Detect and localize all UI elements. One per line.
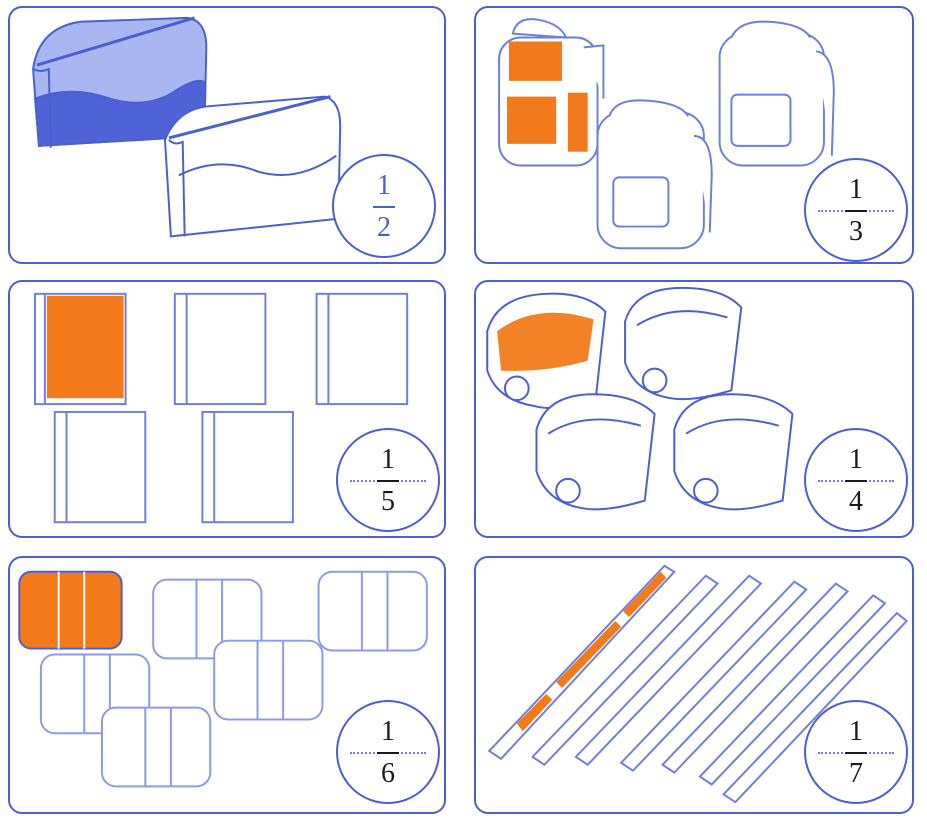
erasers-illustration [18, 570, 428, 788]
fraction-badge: 1 4 [804, 428, 908, 532]
fraction-numerator: 1 [849, 444, 863, 475]
fountain-pen-shaded [487, 564, 676, 761]
fraction-badge: 1 7 [804, 700, 908, 804]
fraction-label: 1 6 [338, 716, 438, 790]
fraction-numerator: 1 [381, 716, 395, 747]
eraser-empty [317, 570, 428, 652]
fraction-badge: 1 2 [332, 154, 436, 258]
fraction-denominator: 5 [381, 486, 395, 517]
fraction-denominator: 7 [849, 758, 863, 789]
backpack-empty [718, 20, 835, 167]
fraction-denominator: 6 [381, 758, 395, 789]
fraction-denominator: 3 [849, 216, 863, 247]
fraction-badge: 1 6 [336, 700, 440, 804]
fountain-pen-empty [574, 574, 763, 767]
fountain-pen-empty [698, 594, 887, 786]
fraction-bar [373, 206, 395, 208]
fraction-label: 1 2 [334, 170, 434, 244]
fraction-label: 1 7 [806, 716, 906, 790]
fraction-badge: 1 3 [804, 158, 908, 262]
sharpener-empty [673, 393, 794, 511]
card-fountain-pens: 1 7 [474, 556, 914, 814]
fraction-label: 1 4 [806, 444, 906, 518]
notebook-empty [53, 410, 147, 524]
backpack-shaded [498, 18, 605, 167]
fraction-denominator: 2 [377, 212, 391, 243]
notebook-empty [201, 410, 294, 524]
fraction-label: 1 3 [806, 174, 906, 248]
fountain-pen-empty [722, 611, 909, 804]
fraction-numerator: 1 [377, 170, 391, 201]
sharpener-shaded [486, 292, 607, 409]
sharpener-empty [624, 286, 743, 401]
fraction-label: 1 5 [338, 444, 438, 518]
notebook-shaded [34, 292, 127, 406]
fraction-bar [845, 210, 867, 212]
fountain-pen-empty [531, 574, 720, 767]
card-erasers: 1 6 [8, 556, 446, 814]
eraser-empty [213, 639, 324, 721]
sharpeners-illustration [486, 286, 794, 511]
fraction-bar [845, 480, 867, 482]
eraser-empty [100, 706, 212, 788]
notebook-empty [173, 292, 267, 406]
backpacks-illustration [498, 18, 835, 250]
fraction-bar [845, 752, 867, 754]
fraction-bar [377, 752, 399, 754]
notebooks-illustration [34, 292, 409, 524]
card-pencil-cases: 1 2 [8, 6, 446, 264]
card-backpacks: 1 3 [474, 6, 914, 264]
sharpener-empty [535, 393, 656, 511]
fountain-pens-illustration [487, 564, 909, 804]
backpack-empty [596, 99, 713, 250]
fraction-denominator: 4 [849, 486, 863, 517]
fraction-bar [377, 480, 399, 482]
pencil-case-illustration [32, 16, 342, 238]
card-notebooks: 1 5 [8, 280, 446, 538]
fountain-pen-empty [660, 582, 850, 774]
fraction-numerator: 1 [381, 444, 395, 475]
notebook-empty [315, 292, 409, 406]
fountain-pen-empty [619, 580, 808, 772]
fraction-numerator: 1 [849, 716, 863, 747]
eraser-empty [152, 578, 263, 660]
eraser-shaded [18, 570, 123, 650]
card-sharpeners: 1 4 [474, 280, 914, 538]
fraction-numerator: 1 [849, 174, 863, 205]
fraction-badge: 1 5 [336, 428, 440, 532]
